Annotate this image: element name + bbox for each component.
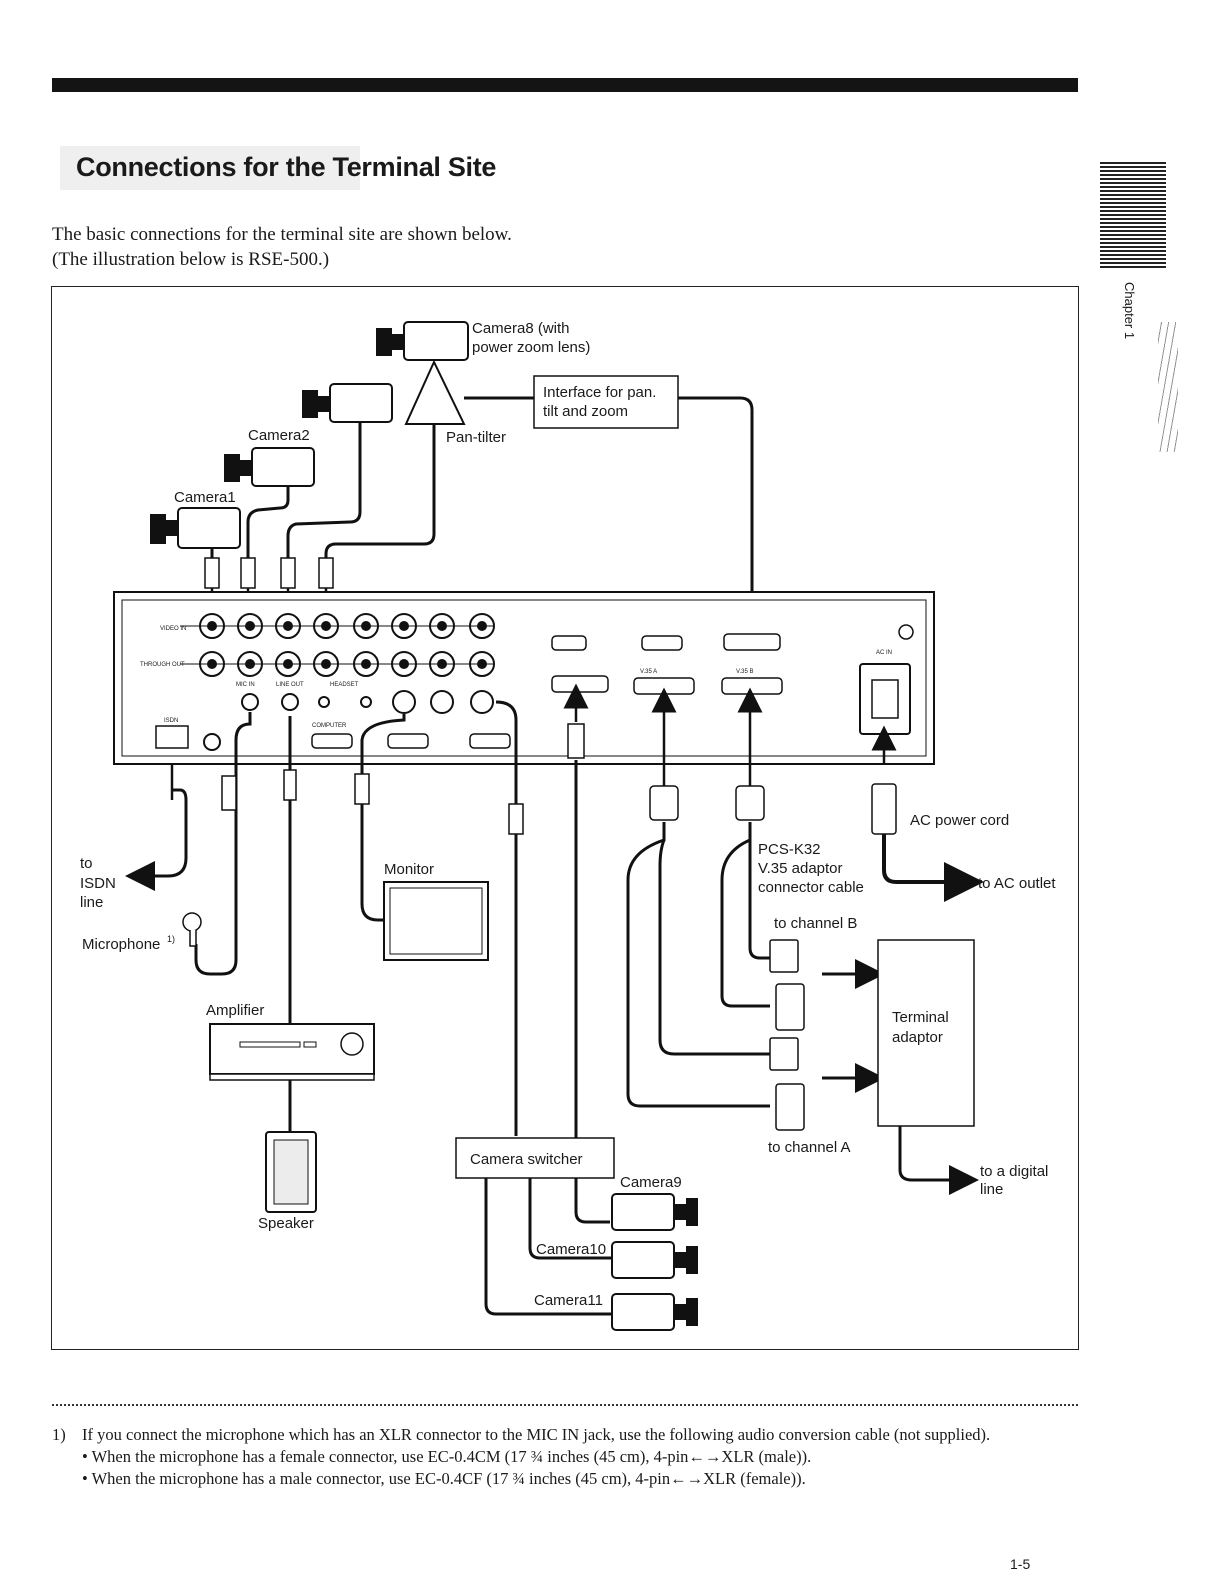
interface-box [533, 375, 679, 429]
footnote: 1) If you connect the microphone which h… [52, 1424, 1082, 1490]
pan-tilter [404, 359, 466, 425]
camera11 [611, 1293, 698, 1331]
panel-through-out: THROUGH OUT [140, 662, 185, 668]
pcs-k32-label-2: V.35 adaptor [758, 860, 843, 877]
panel-v35-b: V.35 B [736, 669, 753, 675]
camera8-label-2: power zoom lens) [472, 339, 590, 356]
edge-marks [1158, 322, 1178, 452]
camera9 [611, 1193, 698, 1231]
ac-power-cord-label: AC power cord [910, 812, 1009, 829]
panel-line-out: LINE OUT [276, 682, 304, 688]
monitor [383, 881, 489, 961]
camera8 [376, 321, 469, 361]
v35-channel-connectors [769, 939, 805, 1131]
ac-inlet [859, 663, 911, 735]
microphone-label: Microphone [82, 936, 160, 953]
speaker-label: Speaker [258, 1215, 314, 1232]
chapter-tab [1100, 162, 1166, 270]
panel-v35-a: V.35 A [640, 669, 657, 675]
terminal-adaptor-label: Terminal [892, 1009, 949, 1026]
pan-tilter-label: Pan-tilter [446, 429, 506, 446]
panel-headset: HEADSET [330, 682, 359, 688]
heading-shade [60, 146, 360, 190]
camera2-label: Camera2 [248, 427, 310, 444]
footnote-bullet-1: • When the microphone has a female conne… [82, 1447, 812, 1466]
to-ac-outlet-label: to AC outlet [978, 875, 1056, 892]
bnc-plugs [204, 557, 334, 589]
panel-isdn: ISDN [164, 718, 178, 724]
amplifier-label: Amplifier [206, 1002, 264, 1019]
camera8-label: Camera8 (with [472, 320, 570, 337]
camera1-label: Camera1 [174, 489, 236, 506]
camera9-label: Camera9 [620, 1174, 682, 1191]
speaker [265, 1131, 317, 1213]
to-digital-line-label-2: line [980, 1181, 1003, 1198]
footnote-divider [52, 1404, 1078, 1406]
intro-text: The basic connections for the terminal s… [52, 224, 512, 270]
camera3 [302, 383, 393, 423]
camera10 [611, 1241, 698, 1279]
camera-switcher [455, 1137, 615, 1179]
microphone [182, 912, 202, 947]
to-channel-a-label: to channel A [768, 1139, 851, 1156]
panel-ac-in: AC IN [876, 650, 892, 656]
camera-switcher-label: Camera switcher [470, 1151, 583, 1168]
footnote-bullet-2: • When the microphone has a male connect… [82, 1469, 806, 1488]
interface-label-2: tilt and zoom [543, 403, 628, 420]
camera1 [150, 507, 241, 549]
top-rule [52, 78, 1078, 92]
camera11-label: Camera11 [534, 1292, 603, 1309]
page-number: 1-5 [1010, 1556, 1031, 1572]
ac-plug [871, 783, 897, 835]
isdn-jack [155, 725, 189, 749]
figure-frame [51, 286, 1079, 1350]
to-digital-line-label: to a digital [980, 1163, 1048, 1180]
footnote-text: If you connect the microphone which has … [82, 1425, 991, 1444]
panel-computer: COMPUTER [312, 723, 347, 729]
camera2 [224, 447, 315, 487]
monitor-label: Monitor [384, 861, 434, 878]
dsub-connectors [311, 633, 783, 749]
terminal-adaptor-label-2: adaptor [892, 1029, 943, 1046]
amplifier [209, 1023, 375, 1081]
terminal-adaptor [877, 939, 975, 1127]
pcs-k32-label: PCS-K32 [758, 841, 821, 858]
footnote-number: 1) [52, 1425, 66, 1444]
camera10-label: Camera10 [536, 1241, 606, 1258]
page-title: Connections for the Terminal Site [76, 152, 497, 182]
to-isdn-label-3: line [80, 894, 103, 911]
to-isdn-label: to [80, 855, 93, 872]
interface-label: Interface for pan. [543, 384, 656, 401]
panel-mic-in: MIC IN [236, 682, 255, 688]
chapter-label: Chapter 1 [1122, 282, 1137, 340]
microphone-note: 1) [167, 934, 175, 944]
pcs-k32-label-3: connector cable [758, 879, 864, 896]
panel-video-in: VIDEO IN [160, 626, 186, 632]
to-channel-b-label: to channel B [774, 915, 857, 932]
to-isdn-label-2: ISDN [80, 875, 116, 892]
